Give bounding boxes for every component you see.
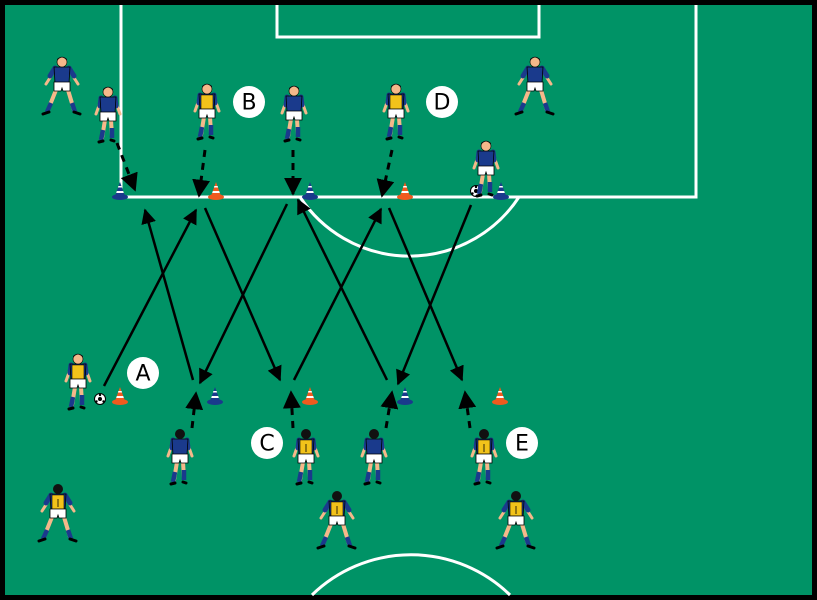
pass-arrow <box>141 208 195 381</box>
pass-arrow <box>198 203 289 385</box>
yellow-bib-player-icon <box>382 83 410 141</box>
yellow-bib-player-icon <box>193 83 221 141</box>
group-label-text: A <box>135 362 150 387</box>
blue-kit-player-icon <box>514 56 555 116</box>
pass-arrow <box>396 204 473 386</box>
yellow-bib-player-icon <box>495 491 536 550</box>
orange-cone-icon <box>112 387 128 405</box>
run-arrow <box>282 390 301 429</box>
pitch-surface <box>5 5 812 595</box>
blue-kit-player-icon <box>360 429 388 486</box>
orange-cone-icon <box>302 387 318 405</box>
group-label-b: B <box>233 86 265 118</box>
group-label-text: C <box>259 432 274 457</box>
blue-kit-player-icon <box>41 56 82 116</box>
blue-kit-player-icon <box>472 140 500 198</box>
yellow-bib-player-icon <box>64 353 92 411</box>
goal-area-line <box>275 5 541 39</box>
centre-circle <box>310 553 512 597</box>
run-arrows <box>115 142 477 429</box>
blue-cone-icon <box>302 182 318 200</box>
cones <box>112 182 509 405</box>
run-arrow <box>376 149 395 198</box>
group-label-text: E <box>515 432 529 457</box>
players <box>37 56 555 550</box>
pass-arrow <box>387 207 464 382</box>
orange-cone-icon <box>492 387 508 405</box>
blue-cone-icon <box>397 387 413 405</box>
blue-cone-icon <box>493 182 509 200</box>
group-labels: A B C D E <box>127 86 538 459</box>
blue-cone-icon <box>207 387 223 405</box>
group-label-d: D <box>426 86 458 118</box>
blue-kit-player-icon <box>280 85 308 143</box>
run-arrow <box>380 390 399 429</box>
group-label-text: B <box>241 91 256 116</box>
group-label-e: E <box>506 427 538 459</box>
orange-cone-icon <box>208 182 224 200</box>
soccer-ball-icon <box>94 393 106 405</box>
pass-arrow <box>102 208 198 387</box>
pass-arrow <box>296 198 389 381</box>
blue-kit-player-icon <box>94 86 122 144</box>
yellow-bib-player-icon <box>470 429 498 486</box>
run-arrow <box>115 142 138 192</box>
yellow-bib-player-icon <box>316 491 357 550</box>
pass-arrow <box>292 207 383 381</box>
pass-arrows <box>102 198 473 387</box>
balls <box>94 185 482 405</box>
yellow-bib-player-icon <box>292 429 320 486</box>
run-arrow <box>185 391 204 429</box>
group-label-text: D <box>434 91 451 116</box>
group-label-a: A <box>127 357 159 389</box>
blue-kit-player-icon <box>166 429 194 486</box>
blue-cone-icon <box>112 182 128 200</box>
run-arrow <box>458 390 477 429</box>
orange-cone-icon <box>397 182 413 200</box>
yellow-bib-player-icon <box>37 484 78 543</box>
group-label-c: C <box>251 427 283 459</box>
